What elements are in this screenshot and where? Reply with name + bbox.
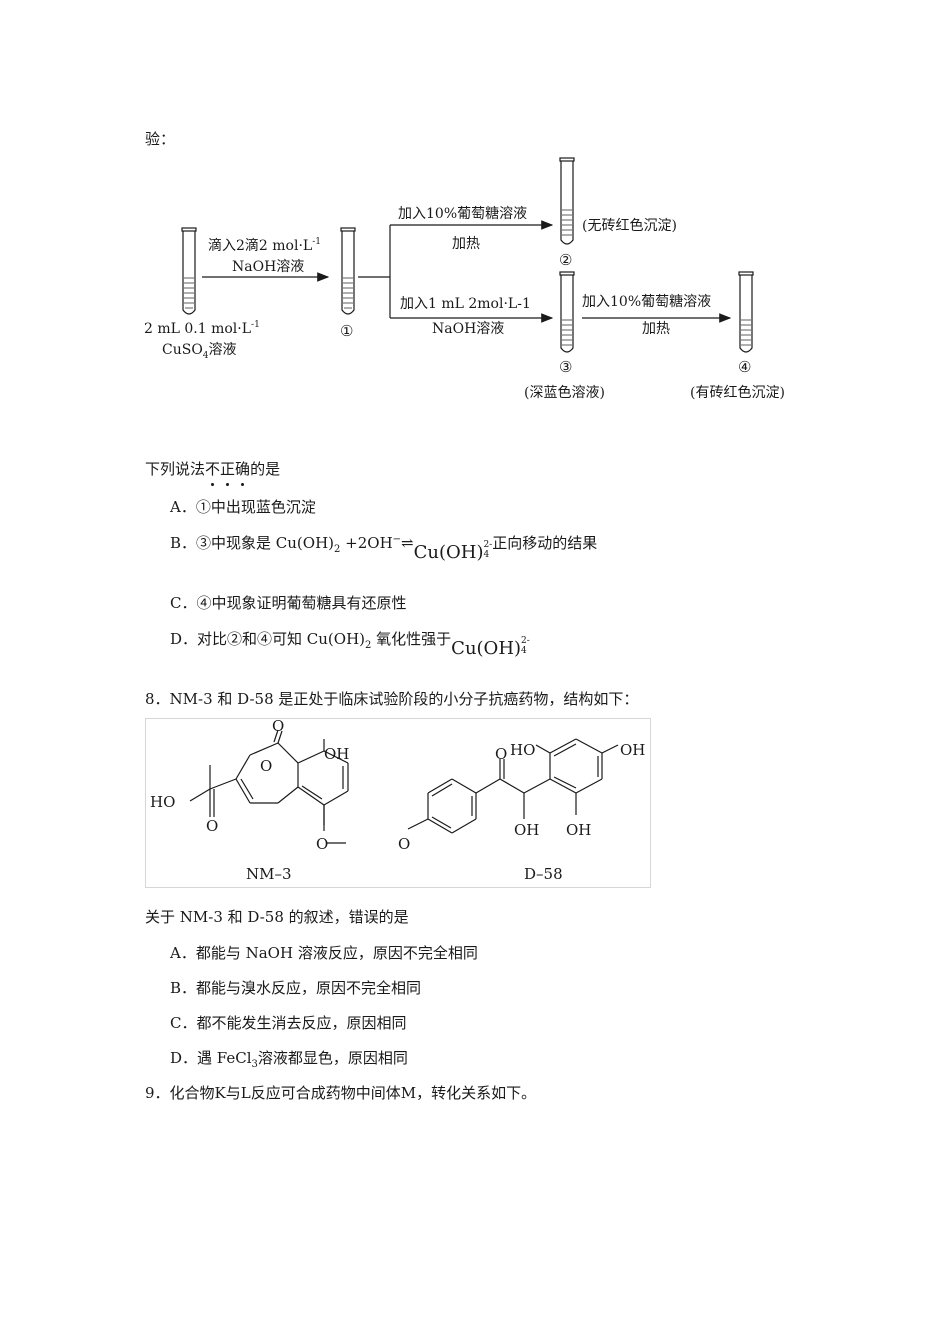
q8-option-d[interactable]: D．遇 FeCl3溶液都显色，原因相同: [170, 1049, 408, 1070]
step1-line2: NaOH溶液: [232, 259, 304, 275]
upper-line2: 加热: [452, 236, 480, 252]
start-reagent: CuSO4溶液: [162, 342, 237, 361]
d58-oh-bot: OH: [566, 821, 591, 839]
d58-oh-top: OH: [620, 741, 645, 759]
q9-stem: 9．化合物K与L反应可合成药物中间体M，转化关系如下。: [145, 1084, 537, 1102]
tube2-note: (无砖红色沉淀): [582, 217, 677, 234]
q8-option-b[interactable]: B．都能与溴水反应，原因不完全相同: [170, 979, 422, 997]
d58-name: D–58: [524, 865, 563, 883]
q8-option-a[interactable]: A．都能与 NaOH 溶液反应，原因不完全相同: [170, 944, 478, 962]
intro-text: 验：: [145, 130, 176, 148]
q8-sub-stem: 关于 NM-3 和 D-58 的叙述，错误的是: [145, 908, 409, 926]
structures-figure: O OH HO O O O NM–3 HO OH O OH OH O D–58: [145, 718, 651, 888]
d58-ho-top: HO: [510, 741, 535, 759]
lower-line1: 加入1 mL 2mol·L-1: [400, 296, 531, 312]
q8-option-c[interactable]: C．都不能发生消去反应，原因相同: [170, 1014, 407, 1032]
lower-line2: NaOH溶液: [432, 321, 504, 337]
structures-svg: O OH HO O O O NM–3 HO OH O OH OH O D–58: [150, 719, 645, 883]
right-line1: 加入10%葡萄糖溶液: [582, 294, 711, 310]
nm3-ho: HO: [150, 793, 175, 811]
right-line2: 加热: [642, 321, 670, 337]
upper-line1: 加入10%葡萄糖溶液: [398, 206, 527, 222]
tube3-note: (深蓝色溶液): [524, 384, 605, 401]
q7-stem: 下列说法不正确的是: [145, 460, 281, 486]
test-tube-2: [559, 157, 575, 245]
nm3-o-methoxy: O: [316, 835, 328, 853]
nm3-o-ring: O: [260, 757, 272, 775]
tube1-label: ①: [340, 322, 353, 340]
q7-option-c[interactable]: C．④中现象证明葡萄糖具有还原性: [170, 594, 407, 612]
tube4-note: (有砖红色沉淀): [690, 384, 785, 401]
q7-option-d[interactable]: D．对比②和④可知 Cu(OH)2 氧化性强于Cu(OH)2-4: [170, 630, 530, 659]
start-amount: 2 mL 0.1 mol·L-1: [144, 320, 260, 337]
d58-o-ketone: O: [495, 745, 507, 763]
nm3-o-acid: O: [206, 817, 218, 835]
test-tube-4: [738, 271, 754, 353]
nm3-oh: OH: [324, 745, 349, 763]
d58-oh-mid: OH: [514, 821, 539, 839]
nm3-name: NM–3: [246, 865, 292, 883]
tube2-label: ②: [559, 251, 572, 269]
experiment-diagram: 2 mL 0.1 mol·L-1 CuSO4溶液 滴入2滴2 mol·L-1 N…: [144, 157, 785, 401]
step1-line1: 滴入2滴2 mol·L-1: [208, 237, 321, 254]
test-tube-start: [181, 227, 197, 315]
test-tube-1: [340, 227, 356, 315]
test-tube-3: [559, 271, 575, 353]
q7-option-a[interactable]: A．①中出现蓝色沉淀: [170, 498, 316, 516]
q8-stem: 8．NM-3 和 D-58 是正处于临床试验阶段的小分子抗癌药物，结构如下：: [145, 690, 639, 708]
tube4-label: ④: [738, 358, 751, 376]
nm3-o-top: O: [272, 719, 284, 735]
d58-o-methoxy: O: [398, 835, 410, 853]
tube3-label: ③: [559, 358, 572, 376]
